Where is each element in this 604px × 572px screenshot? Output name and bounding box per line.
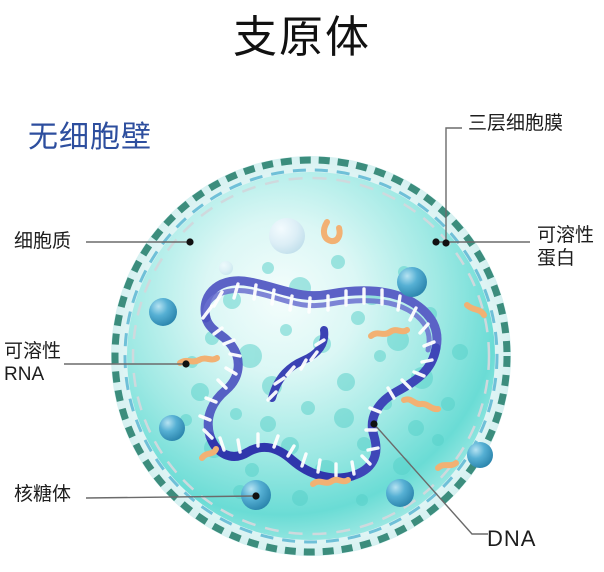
leader-triple-membrane [445, 127, 462, 243]
label-soluble-protein: 可溶性 蛋白 [537, 225, 595, 270]
label-cytoplasm: 细胞质 [14, 231, 72, 252]
dna-strand [198, 276, 442, 483]
label-dna: DNA [487, 526, 537, 551]
soluble-rna-squiggles [177, 219, 487, 487]
page-title: 支原体 [233, 13, 371, 62]
label-no-cell-wall: 无细胞壁 [28, 121, 152, 154]
label-triple-membrane: 三层细胞膜 [468, 113, 564, 134]
label-ribosome: 核糖体 [14, 484, 72, 505]
triple-cell-membrane [111, 156, 511, 556]
leader-dna [373, 423, 488, 535]
pale-vesicles [219, 218, 305, 275]
leader-endpoint-dots [182, 238, 450, 500]
leader-ribosome [85, 495, 257, 499]
label-soluble-rna: 可溶性 RNA [4, 341, 62, 386]
